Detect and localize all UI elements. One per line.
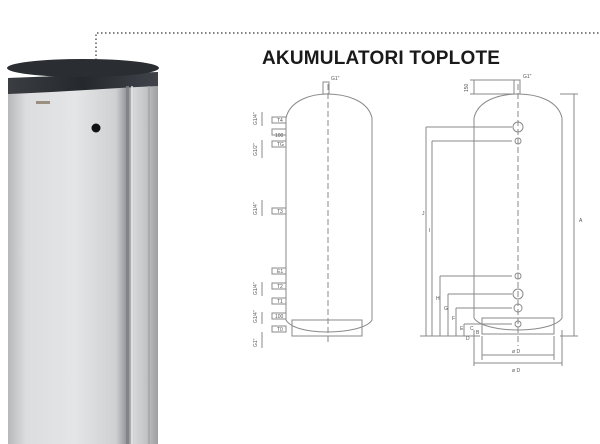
side-label-2: G1/2" bbox=[253, 143, 259, 156]
side-inner-5: T2 bbox=[277, 284, 283, 290]
tank-body bbox=[8, 72, 158, 444]
front-dim-f: F bbox=[452, 316, 455, 322]
front-top-connection: G1" bbox=[523, 74, 532, 80]
page-title: AKUMULATORI TOPLOTE bbox=[262, 48, 501, 69]
front-dim-c: C bbox=[470, 326, 474, 332]
front-dim-j: J bbox=[422, 211, 425, 217]
side-top-connection: G1" bbox=[331, 76, 340, 82]
front-dim-d: D bbox=[466, 336, 470, 342]
side-label-6: G1" bbox=[253, 338, 259, 347]
side-label-3: G1/4" bbox=[253, 202, 259, 215]
front-dim-i: I bbox=[429, 228, 430, 234]
side-label-4: G1/4" bbox=[253, 282, 259, 295]
side-inner-1: T4 bbox=[277, 118, 283, 124]
side-label-1: G1/4" bbox=[253, 112, 259, 125]
side-dim-2: 100 bbox=[275, 314, 284, 320]
front-bottom-dim-2: ø D bbox=[512, 368, 520, 374]
logo-mark bbox=[36, 101, 50, 104]
side-inner-4: E1 bbox=[277, 269, 283, 275]
callout-dot bbox=[91, 123, 101, 133]
side-inner-7: T0 bbox=[277, 327, 283, 333]
front-dim-a: A bbox=[579, 218, 583, 224]
front-top-dimension: 150 bbox=[464, 83, 470, 92]
side-label-5: G1/4" bbox=[253, 310, 259, 323]
front-dim-g: G bbox=[444, 306, 448, 312]
side-inner-2: TG bbox=[277, 142, 284, 148]
front-dim-e: E bbox=[460, 326, 464, 332]
tank-cap bbox=[8, 72, 158, 94]
side-dim-1: 100 bbox=[275, 133, 284, 139]
front-bottom-dim-1: ø D bbox=[512, 349, 520, 355]
side-inner-6: T1 bbox=[277, 299, 283, 305]
side-inner-3: T3 bbox=[277, 209, 283, 215]
front-dim-b: B bbox=[476, 330, 480, 336]
front-dim-h: H bbox=[436, 296, 440, 302]
